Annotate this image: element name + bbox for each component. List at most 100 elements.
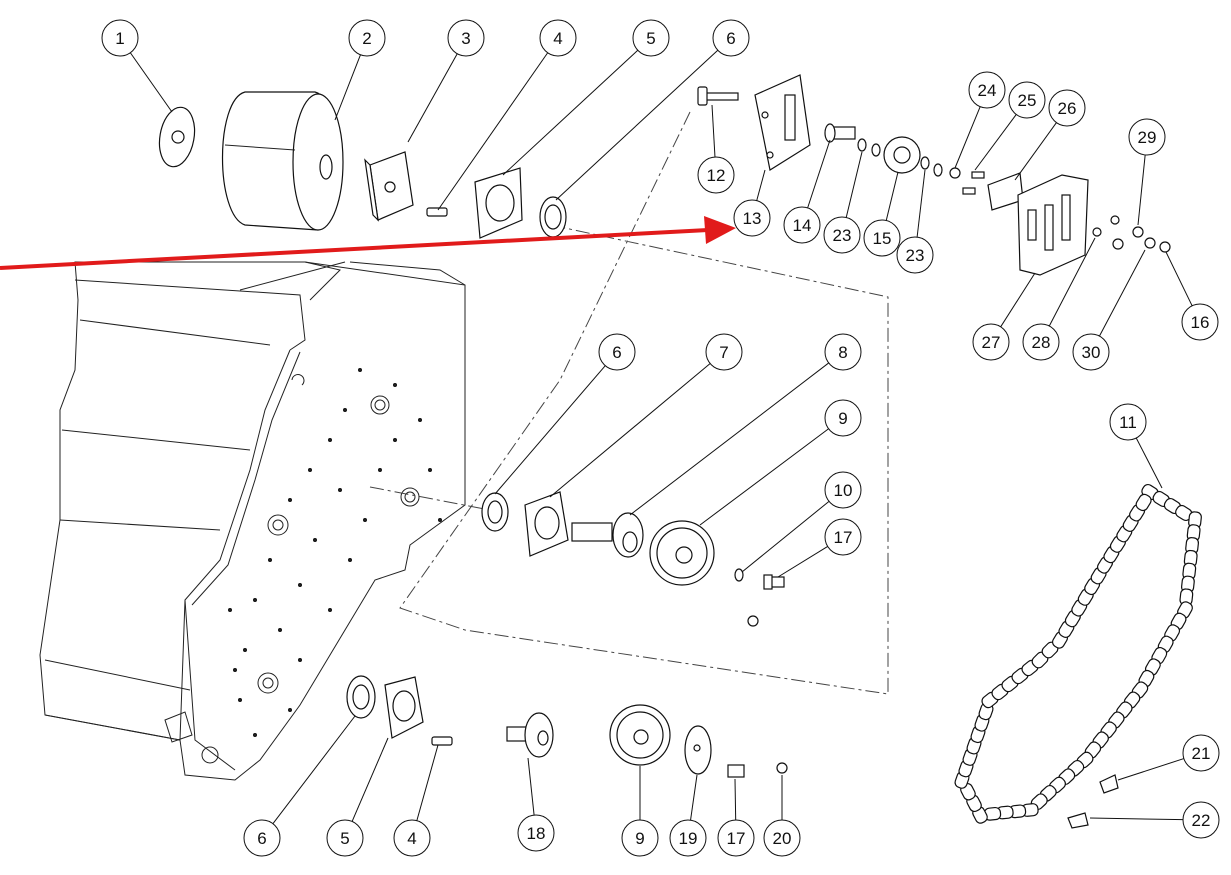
callout-circle bbox=[968, 71, 1006, 109]
callout-balloon-c12: 12 bbox=[697, 156, 735, 194]
callout-circle bbox=[705, 333, 743, 371]
callout-number: 2 bbox=[362, 29, 371, 48]
callout-circle bbox=[1182, 734, 1220, 772]
callout-circle bbox=[539, 19, 577, 57]
callout-number: 9 bbox=[635, 829, 644, 848]
callout-number: 5 bbox=[340, 829, 349, 848]
callout-circle bbox=[348, 19, 386, 57]
callout-number: 18 bbox=[527, 824, 546, 843]
leader-line-c30 bbox=[1098, 249, 1146, 337]
callout-number: 4 bbox=[407, 829, 416, 848]
part-3-bracket bbox=[364, 151, 414, 222]
callout-number: 21 bbox=[1192, 744, 1211, 763]
part-23-washer-b bbox=[920, 156, 961, 179]
leader-line-c13 bbox=[756, 169, 766, 201]
callout-balloon-c6b: 6 bbox=[598, 333, 636, 371]
leader-line-c6c bbox=[272, 715, 356, 824]
callout-circle bbox=[1128, 118, 1166, 156]
leader-line-c28 bbox=[1048, 237, 1096, 327]
leader-line-c22 bbox=[1089, 817, 1184, 821]
assembly-lines bbox=[369, 111, 889, 695]
leader-line-c23a bbox=[845, 151, 863, 218]
frame-housing bbox=[39, 261, 466, 781]
callout-number: 14 bbox=[793, 216, 812, 235]
part-6-bearing-bottom bbox=[346, 675, 376, 719]
callout-circle bbox=[621, 819, 659, 857]
callout-circle bbox=[972, 323, 1010, 361]
part-5-flange-bottom bbox=[384, 676, 424, 739]
leader-line-c26 bbox=[1014, 122, 1057, 181]
part-9-sprocket-mid bbox=[649, 520, 715, 586]
callout-balloon-c4a: 4 bbox=[539, 19, 577, 57]
leader-line-c29 bbox=[1137, 154, 1146, 226]
callout-balloon-c6c: 6 bbox=[243, 819, 281, 857]
callout-balloon-c15: 15 bbox=[863, 219, 901, 257]
callout-circle bbox=[863, 219, 901, 257]
leader-line-c15 bbox=[885, 171, 899, 221]
callout-balloon-c5a: 5 bbox=[632, 19, 670, 57]
leader-line-c6b bbox=[494, 365, 606, 495]
callout-circle bbox=[823, 216, 861, 254]
leader-line-c5b bbox=[351, 737, 389, 822]
leader-line-c17b bbox=[734, 778, 737, 821]
leader-line-c24 bbox=[954, 106, 981, 169]
callout-circle bbox=[733, 199, 771, 237]
callout-number: 10 bbox=[834, 481, 853, 500]
part-8-hub bbox=[571, 512, 644, 558]
callout-number: 22 bbox=[1192, 811, 1211, 830]
leader-line-c27 bbox=[1000, 272, 1036, 328]
callout-circle bbox=[669, 819, 707, 857]
leader-line-c3 bbox=[407, 53, 458, 143]
callout-number: 11 bbox=[1119, 413, 1137, 432]
part-14-shaft bbox=[824, 123, 856, 143]
callout-number: 8 bbox=[838, 343, 847, 362]
leader-line-c2 bbox=[334, 54, 361, 121]
callout-number: 27 bbox=[982, 333, 1001, 352]
leader-line-c4a bbox=[437, 52, 549, 211]
callout-circle bbox=[783, 206, 821, 244]
callout-number: 19 bbox=[679, 829, 698, 848]
callout-balloon-c14: 14 bbox=[783, 206, 821, 244]
callout-balloon-c27: 27 bbox=[972, 323, 1010, 361]
callout-balloon-c17a: 17 bbox=[824, 518, 862, 556]
callout-circle bbox=[1181, 303, 1219, 341]
callout-number: 16 bbox=[1191, 313, 1210, 332]
callout-circle bbox=[393, 819, 431, 857]
callout-number: 9 bbox=[838, 409, 847, 428]
callout-balloon-c21: 21 bbox=[1182, 734, 1220, 772]
callout-circle bbox=[632, 19, 670, 57]
callout-number: 13 bbox=[743, 209, 762, 228]
callout-number: 25 bbox=[1018, 91, 1037, 110]
part-19-disc bbox=[684, 725, 712, 775]
part-15-small-sprocket bbox=[883, 136, 921, 174]
callout-balloon-c24: 24 bbox=[968, 71, 1006, 109]
callout-balloon-c22: 22 bbox=[1182, 801, 1220, 839]
part-21-connector-link bbox=[1099, 774, 1119, 794]
callout-number: 24 bbox=[978, 81, 997, 100]
callout-circle bbox=[1109, 403, 1147, 441]
callout-number: 7 bbox=[719, 343, 728, 362]
callout-balloon-c30: 30 bbox=[1072, 333, 1110, 371]
part-18-hub-bottom bbox=[506, 712, 554, 758]
callout-number: 5 bbox=[646, 29, 655, 48]
callout-number: 15 bbox=[873, 229, 892, 248]
part-6-bearing-top bbox=[539, 196, 567, 238]
leader-line-c17a bbox=[777, 546, 828, 578]
part-12-bolt bbox=[697, 86, 739, 106]
callout-circle bbox=[824, 333, 862, 371]
leader-line-c7 bbox=[549, 363, 711, 498]
callout-balloon-c3: 3 bbox=[447, 19, 485, 57]
leader-line-c23b bbox=[916, 169, 926, 238]
callout-circle bbox=[598, 333, 636, 371]
callout-balloon-c25: 25 bbox=[1008, 81, 1046, 119]
callout-balloon-c29: 29 bbox=[1128, 118, 1166, 156]
callout-number: 23 bbox=[906, 246, 925, 265]
part-4-pin-bottom bbox=[431, 736, 453, 746]
callout-balloon-c9a: 9 bbox=[824, 399, 862, 437]
leader-line-c16 bbox=[1165, 251, 1193, 307]
callout-balloon-c2: 2 bbox=[348, 19, 386, 57]
callout-balloon-c7: 7 bbox=[705, 333, 743, 371]
part-1-plate bbox=[158, 106, 196, 168]
